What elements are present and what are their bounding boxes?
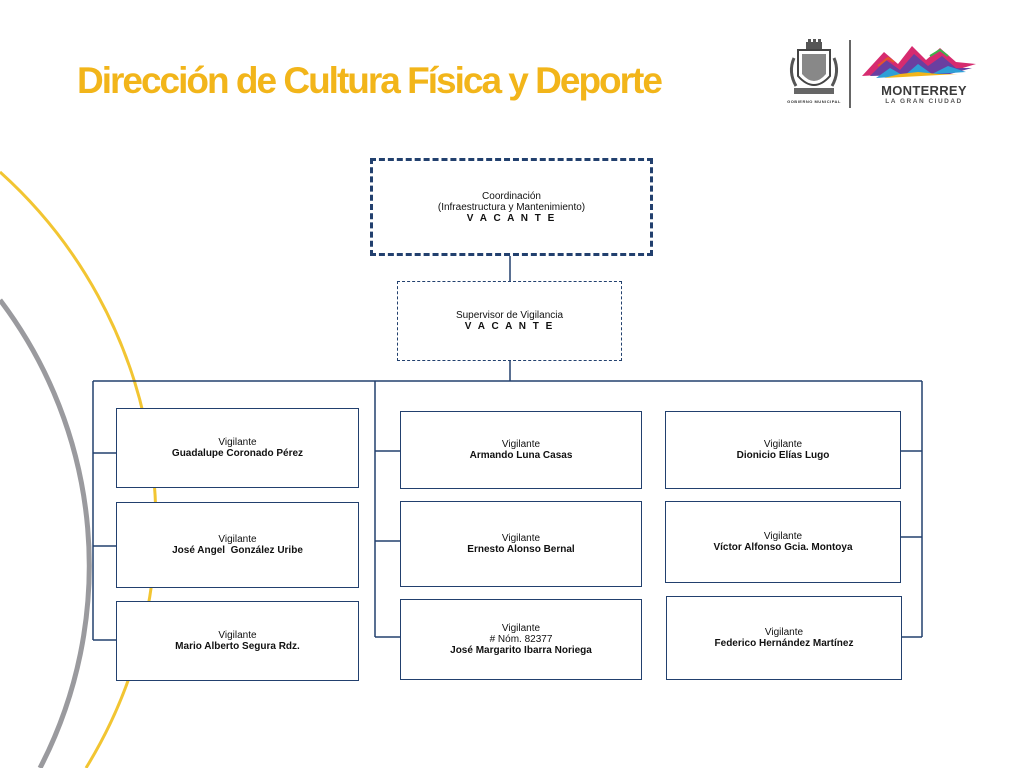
org-role: Vigilante	[501, 533, 541, 544]
org-detail: (Infraestructura y Mantenimiento)	[437, 201, 586, 213]
brand-tagline: LA GRAN CIUDAD	[885, 98, 963, 105]
org-name: Federico Hernández Martínez	[714, 638, 854, 649]
org-role: Vigilante	[763, 439, 803, 450]
org-status: V A C A N T E	[466, 212, 557, 224]
org-name: Víctor Alfonso Gcia. Montoya	[713, 542, 853, 553]
org-box-vigilante: Vigilante Dionicio Elías Lugo	[665, 411, 901, 489]
org-box-coordinacion: Coordinación (Infraestructura y Mantenim…	[370, 158, 653, 256]
org-box-vigilante: Vigilante José Angel González Uribe	[116, 502, 359, 588]
org-name: Guadalupe Coronado Pérez	[171, 448, 304, 459]
org-role: Vigilante	[218, 534, 257, 545]
org-role: Vigilante	[763, 531, 803, 542]
org-role: Vigilante	[218, 437, 257, 448]
page-title: Dirección de Cultura Física y Deporte	[77, 60, 663, 101]
org-name: Mario Alberto Segura Rdz.	[175, 641, 300, 652]
seal-caption: GOBIERNO MUNICIPAL	[787, 99, 841, 104]
org-box-vigilante: Vigilante # Nóm. 82377 José Margarito Ib…	[400, 599, 642, 680]
gray-arc	[0, 298, 92, 768]
org-number: # Nóm. 82377	[489, 634, 553, 645]
logo-graphics	[789, 39, 976, 108]
org-box-supervisor: Supervisor de Vigilancia V A C A N T E	[397, 281, 622, 361]
org-box-vigilante: Vigilante Mario Alberto Segura Rdz.	[116, 601, 359, 681]
org-role: Vigilante	[218, 630, 257, 641]
brand-name: MONTERREY	[881, 83, 967, 98]
org-box-vigilante: Vigilante Federico Hernández Martínez	[666, 596, 902, 680]
org-box-vigilante: Vigilante Ernesto Alonso Bernal	[400, 501, 642, 587]
org-box-vigilante: Vigilante Armando Luna Casas	[400, 411, 642, 489]
org-name: Dionicio Elías Lugo	[736, 450, 830, 461]
org-role: Vigilante	[501, 439, 541, 450]
monterrey-mountains-logo	[862, 46, 976, 78]
logo-area: GOBIERNO MUNICIPAL MONTERREY LA GRAN CIU…	[780, 36, 990, 116]
org-role: Coordinación	[482, 190, 541, 202]
org-box-vigilante: Vigilante Víctor Alfonso Gcia. Montoya	[665, 501, 901, 583]
org-role: Vigilante	[764, 627, 804, 638]
municipal-seal-icon	[789, 39, 839, 94]
org-name: Ernesto Alonso Bernal	[467, 544, 575, 555]
org-role: Supervisor de Vigilancia	[455, 310, 564, 321]
org-status: V A C A N T E	[464, 321, 555, 332]
org-name: José Angel González Uribe	[172, 545, 303, 556]
org-box-vigilante: Vigilante Guadalupe Coronado Pérez	[116, 408, 359, 488]
org-name: Armando Luna Casas	[469, 450, 573, 461]
org-name: José Margarito Ibarra Noriega	[450, 645, 592, 656]
org-role: Vigilante	[501, 623, 541, 634]
org-connectors	[92, 255, 923, 641]
